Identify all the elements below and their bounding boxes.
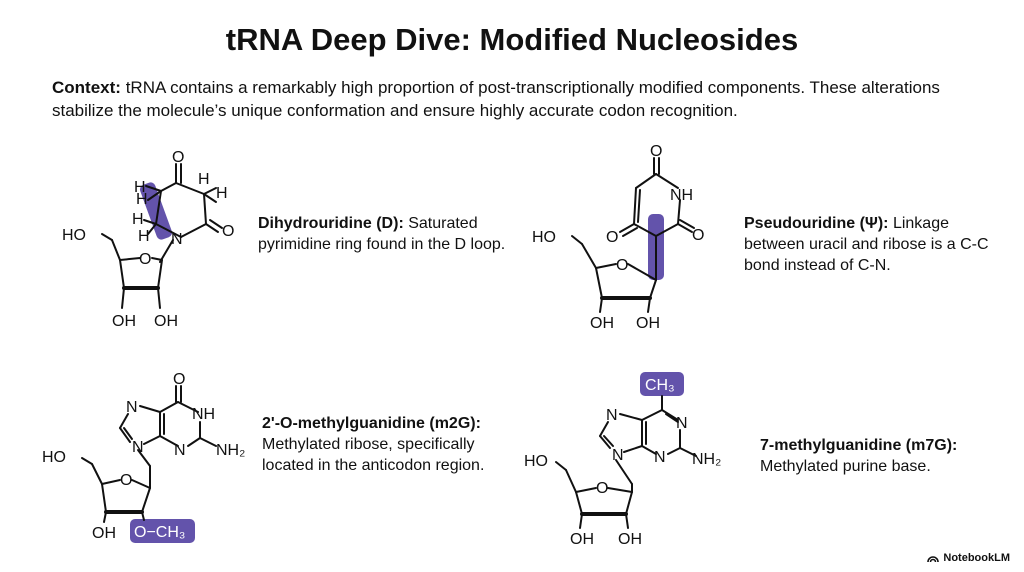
- pseudouridine-name: Pseudouridine (Ψ):: [744, 215, 889, 232]
- atom-n3: N: [174, 442, 186, 459]
- atom-o-carbonyl-right: O: [222, 223, 234, 240]
- atom-o-right: O: [692, 227, 704, 244]
- m7g-name: 7-methylguanidine (m7G):: [760, 437, 958, 454]
- atom-h: H: [132, 211, 144, 228]
- page-title: tRNA Deep Dive: Modified Nucleosides: [225, 22, 799, 57]
- atom-o-carbonyl-top: O: [172, 149, 184, 166]
- atom-nh: NH: [670, 187, 693, 204]
- atom-ho: HO: [42, 449, 66, 466]
- context-paragraph: Context: tRNA contains a remarkably high…: [52, 76, 982, 122]
- atom-oh: OH: [154, 313, 178, 330]
- atom-h: H: [134, 179, 146, 196]
- atom-oh: OH: [618, 531, 642, 548]
- atom-n9: N: [132, 439, 144, 456]
- atom-o-ring: O: [120, 472, 132, 489]
- atom-n9: N: [612, 447, 624, 464]
- m2g-description: 2'-O-methylguanidine (m2G): Methylated ri…: [262, 413, 502, 476]
- atom-o-ring: O: [616, 257, 628, 274]
- atom-h: H: [198, 171, 210, 188]
- atom-o-ch3: O−CH₃: [134, 524, 185, 541]
- pseudouridine-description: Pseudouridine (Ψ): Linkage between uraci…: [744, 213, 994, 276]
- dihydrouridine-name: Dihydrouridine (D):: [258, 215, 404, 232]
- o-methyl-highlight: [130, 519, 195, 543]
- pseudouridine-structure: O NH O O HO O OH OH: [532, 143, 704, 332]
- atom-nh2: NH₂: [692, 451, 721, 468]
- notebooklm-branding: NotebookLM: [927, 552, 1010, 564]
- m7g-description: 7-methylguanidine (m7G): Methylated purin…: [760, 435, 1000, 477]
- atom-n1: N: [676, 415, 688, 432]
- ring-highlight: [139, 182, 173, 240]
- atom-oh: OH: [636, 315, 660, 332]
- atom-oh: OH: [590, 315, 614, 332]
- pseudouridine-text: Linkage between uracil and ribose is a C…: [744, 215, 989, 274]
- atom-ho: HO: [524, 453, 548, 470]
- atom-n: N: [171, 231, 183, 248]
- atom-o-left: O: [606, 229, 618, 246]
- atom-o-ring: O: [596, 480, 608, 497]
- atom-nh: NH: [192, 406, 215, 423]
- atom-oh: OH: [570, 531, 594, 548]
- atom-n7: N: [606, 407, 618, 424]
- methyl-highlight: [640, 372, 684, 396]
- context-text: tRNA contains a remarkably high proporti…: [52, 78, 940, 120]
- m7g-text: Methylated purine base.: [760, 458, 931, 475]
- atom-o-ring: O: [139, 251, 151, 268]
- atom-ho: HO: [532, 229, 556, 246]
- notebooklm-logo-icon: [927, 556, 940, 563]
- dihydrouridine-description: Dihydrouridine (D): Saturated pyrimidine…: [258, 213, 508, 255]
- atom-n7: N: [126, 399, 138, 416]
- atom-h: H: [216, 185, 228, 202]
- atom-oh: OH: [92, 525, 116, 542]
- atom-o-carbonyl: O: [173, 371, 185, 388]
- dihydrouridine-text: Saturated pyrimidine ring found in the D…: [258, 215, 506, 253]
- atom-o-carbonyl-top: O: [650, 143, 662, 160]
- m2g-structure: O NH N N N NH₂ HO O OH O−CH₃: [42, 371, 245, 543]
- m2g-name: 2'-O-methylguanidine (m2G):: [262, 415, 481, 432]
- atom-h: H: [136, 191, 148, 208]
- atom-ho: HO: [62, 227, 86, 244]
- atom-ch3: CH₃: [645, 377, 675, 394]
- m2g-text: Methylated ribose, specifically located …: [262, 436, 485, 474]
- m7g-structure: CH₃ N N N N NH₂ HO O OH OH: [524, 372, 721, 548]
- dihydrouridine-structure: O H H H H H H O N HO O OH OH: [62, 149, 234, 330]
- atom-oh: OH: [112, 313, 136, 330]
- atom-nh2: NH₂: [216, 442, 245, 459]
- brand-text: NotebookLM: [943, 552, 1010, 564]
- atom-h: H: [138, 228, 150, 245]
- context-label: Context:: [52, 78, 121, 97]
- atom-n3: N: [654, 449, 666, 466]
